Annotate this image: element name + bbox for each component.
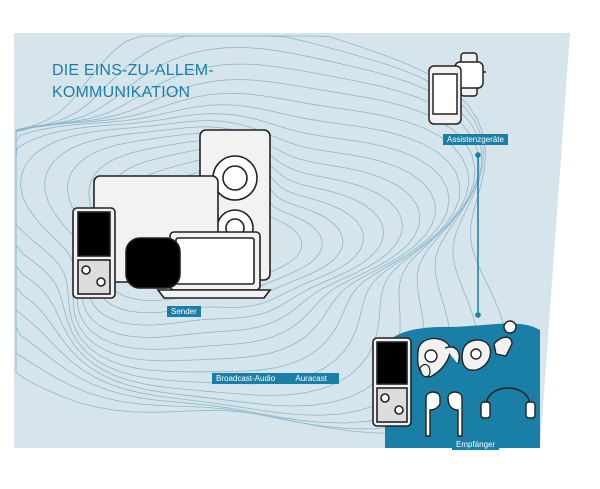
auracast-label: Auracast	[295, 374, 327, 383]
title-line-2: KOMMUNIKATION	[52, 84, 191, 101]
broadcast-label: Broadcast-Audio	[216, 374, 276, 383]
smartphone-icon	[428, 65, 462, 125]
assistive-label: Assistenzgeräte	[443, 134, 508, 145]
hearing-aid-icon-2	[461, 339, 492, 371]
broadcast-label-bar: Broadcast-Audio Auracast	[212, 373, 339, 384]
earbuds-icon	[425, 391, 463, 437]
wave-contour	[20, 120, 436, 362]
receiver-mp3-player-icon	[372, 337, 412, 427]
smartwatch-icon	[454, 52, 486, 97]
page-title: DIE EINS-ZU-ALLEM- KOMMUNIKATION	[52, 60, 214, 104]
smart-speaker-icon	[125, 237, 181, 289]
receiver-label: Empfänger	[452, 439, 500, 450]
cochlear-implant-icon	[493, 320, 517, 357]
title-line-1: DIE EINS-ZU-ALLEM-	[52, 62, 214, 79]
wave-contour	[15, 35, 508, 434]
wave-contour	[15, 113, 450, 373]
mp3-player-icon	[72, 207, 116, 299]
headphones-icon	[480, 387, 536, 419]
connector-dot-top	[475, 152, 481, 158]
sender-label: Sender	[167, 306, 201, 317]
laptop-icon	[156, 231, 272, 299]
receiver-hearing-device-icon	[419, 363, 431, 378]
wave-contour	[44, 126, 421, 350]
connector-dot-bottom	[475, 312, 481, 318]
